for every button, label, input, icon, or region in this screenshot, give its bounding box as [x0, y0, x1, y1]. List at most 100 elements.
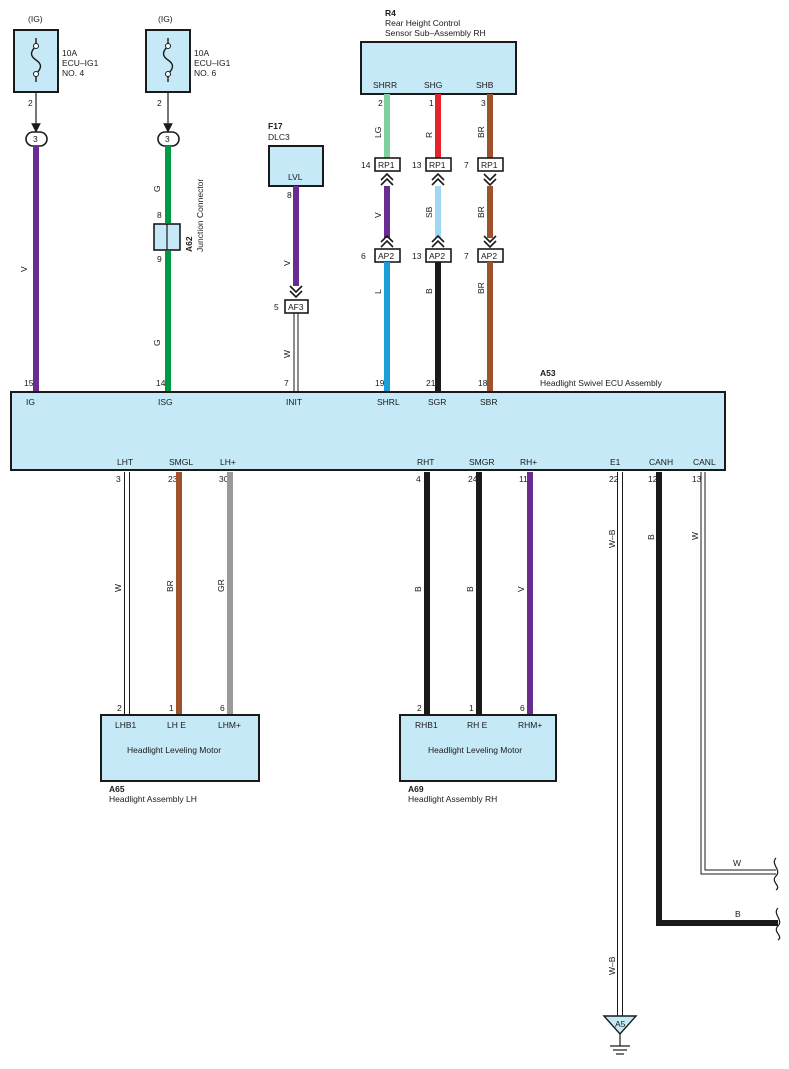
- a53-top-terminal: IG: [26, 397, 35, 407]
- a53-top-pin: 18: [478, 378, 488, 388]
- a65-pins-pin: 1: [169, 703, 174, 713]
- a53-bottom-terminal: CANL: [693, 457, 716, 467]
- rp1-connector: [425, 157, 452, 172]
- a53-bottom-terminal: RH+: [520, 457, 537, 467]
- lower-wire-label: BR: [165, 580, 175, 592]
- r4-terminal: SHB: [476, 80, 494, 90]
- r4-wire-bot-label: B: [424, 288, 434, 294]
- f17-pin: 8: [287, 190, 292, 200]
- a53-box: [10, 391, 726, 471]
- rp1-connector-label: RP1: [481, 160, 498, 170]
- fuse6-name: ECU–IG1: [194, 58, 231, 68]
- ground-code: A5: [615, 1019, 626, 1029]
- r4-pin: 3: [481, 98, 486, 108]
- fuse4-rating: 10A: [62, 48, 77, 58]
- lower-wire-label: W: [690, 532, 700, 540]
- lower-wire-label: W: [113, 584, 123, 592]
- lower-wire-label: B: [646, 534, 656, 540]
- a65-pins-terminal: LHM+: [218, 720, 241, 730]
- connector-chevron-icon: [380, 234, 394, 248]
- fuse6-no: NO. 6: [194, 68, 216, 78]
- f17-box: [268, 145, 324, 187]
- a62-pin-in: 8: [157, 210, 162, 220]
- a53-top-terminal: SBR: [480, 397, 497, 407]
- a69-headlight-rh: Headlight Leveling Motor A69 Headlight A…: [399, 703, 557, 804]
- ground-wire-label: W–B: [607, 956, 617, 975]
- wire-break-icon: [775, 907, 781, 941]
- fuse6-wire1: G: [152, 185, 162, 192]
- a53-name: Headlight Swivel ECU Assembly: [540, 378, 663, 388]
- r4-code: R4: [385, 8, 396, 18]
- fuse-no4: (IG) 10A ECU–IG1 NO. 4 2 3 V: [13, 14, 99, 392]
- f17-af: AF3: [288, 302, 304, 312]
- a53-top-pin: 14: [156, 378, 166, 388]
- a69-pins-terminal: RHM+: [518, 720, 542, 730]
- f17-wire2: W: [282, 350, 292, 358]
- a69-code: A69: [408, 784, 424, 794]
- f17-wire1: V: [282, 260, 292, 266]
- r4-name-line1: Rear Height Control: [385, 18, 460, 28]
- r4-wire-bot-label: BR: [476, 282, 486, 294]
- fuse6-pin: 2: [157, 98, 162, 108]
- connector-chevron-icon: [431, 172, 445, 186]
- ap2-connector-label: AP2: [429, 251, 445, 261]
- a53-bottom-terminal: LHT: [117, 457, 133, 467]
- a53-bottom-pin: 4: [416, 474, 421, 484]
- a53-bottom-pin: 24: [468, 474, 478, 484]
- a53-top-terminal: SHRL: [377, 397, 400, 407]
- r4-wire-mid-label: SB: [424, 206, 434, 218]
- can-lines: W B: [656, 472, 781, 941]
- a53-top-pin: 19: [375, 378, 385, 388]
- a53-top-terminal: ISG: [158, 397, 173, 407]
- a69-pins-pin: 1: [469, 703, 474, 713]
- lower-wire-label: V: [516, 586, 526, 592]
- a65-pins-terminal: LHB1: [115, 720, 137, 730]
- f17-af-pin: 5: [274, 302, 279, 312]
- f17-dlc3: F17 DLC3 LVL 8 V AF3 5 W: [268, 121, 324, 392]
- r4-wire-bot-label: L: [373, 289, 383, 294]
- connector-chevron-icon: [289, 285, 303, 299]
- fuse4-pin: 2: [28, 98, 33, 108]
- a69-pins-pin: 2: [417, 703, 422, 713]
- a62-code: A62: [184, 236, 194, 252]
- a53-bottom-pin: 11: [519, 474, 528, 484]
- fuse4-name: ECU–IG1: [62, 58, 99, 68]
- ap2-connector-label: AP2: [378, 251, 394, 261]
- a69-motor: Headlight Leveling Motor: [428, 745, 522, 755]
- r4-name-line2: Sensor Sub–Assembly RH: [385, 28, 486, 38]
- a53-bottom-pin: 13: [692, 474, 702, 484]
- fuse-no6: (IG) 10A ECU–IG1 NO. 6 2 3 G G 8 9 A62 J…: [145, 14, 231, 392]
- ground-icon: [610, 1045, 630, 1055]
- f17-code: F17: [268, 121, 283, 131]
- a53-bottom-terminal: RHT: [417, 457, 434, 467]
- r4-sensor: R4 Rear Height Control Sensor Sub–Assemb…: [360, 8, 517, 392]
- rp1-connector-pin: 7: [464, 160, 469, 170]
- fuse6-rating: 10A: [194, 48, 209, 58]
- a65-name: Headlight Assembly LH: [109, 794, 197, 804]
- a65-motor: Headlight Leveling Motor: [127, 745, 221, 755]
- a53-top-pin: 7: [284, 378, 289, 388]
- wire-break-icon: [773, 857, 779, 891]
- connector-chevron-icon: [431, 234, 445, 248]
- r4-pin: 2: [378, 98, 383, 108]
- r4-box: [360, 41, 517, 95]
- lower-wire-label: B: [413, 586, 423, 592]
- fuse4-jc: 3: [33, 134, 38, 144]
- ap2-connector-pin: 13: [412, 251, 422, 261]
- rp1-connector-label: RP1: [429, 160, 446, 170]
- f17-name: DLC3: [268, 132, 290, 142]
- fuse4-no: NO. 4: [62, 68, 84, 78]
- r4-wire-top-label: BR: [476, 126, 486, 138]
- a53-bottom-pin: 3: [116, 474, 121, 484]
- a69-name: Headlight Assembly RH: [408, 794, 497, 804]
- a53-ecu: A53 Headlight Swivel ECU Assembly 15IG14…: [10, 368, 726, 484]
- a53-bottom-pin: 22: [609, 474, 619, 484]
- a65-pins-pin: 6: [220, 703, 225, 713]
- ground-a5: W–B A5: [602, 956, 638, 1055]
- a65-headlight-lh: Headlight Leveling Motor A65 Headlight A…: [100, 703, 260, 804]
- a62-name: Junction Connector: [195, 179, 205, 252]
- connector-chevron-icon: [380, 172, 394, 186]
- a65-box: [100, 714, 260, 782]
